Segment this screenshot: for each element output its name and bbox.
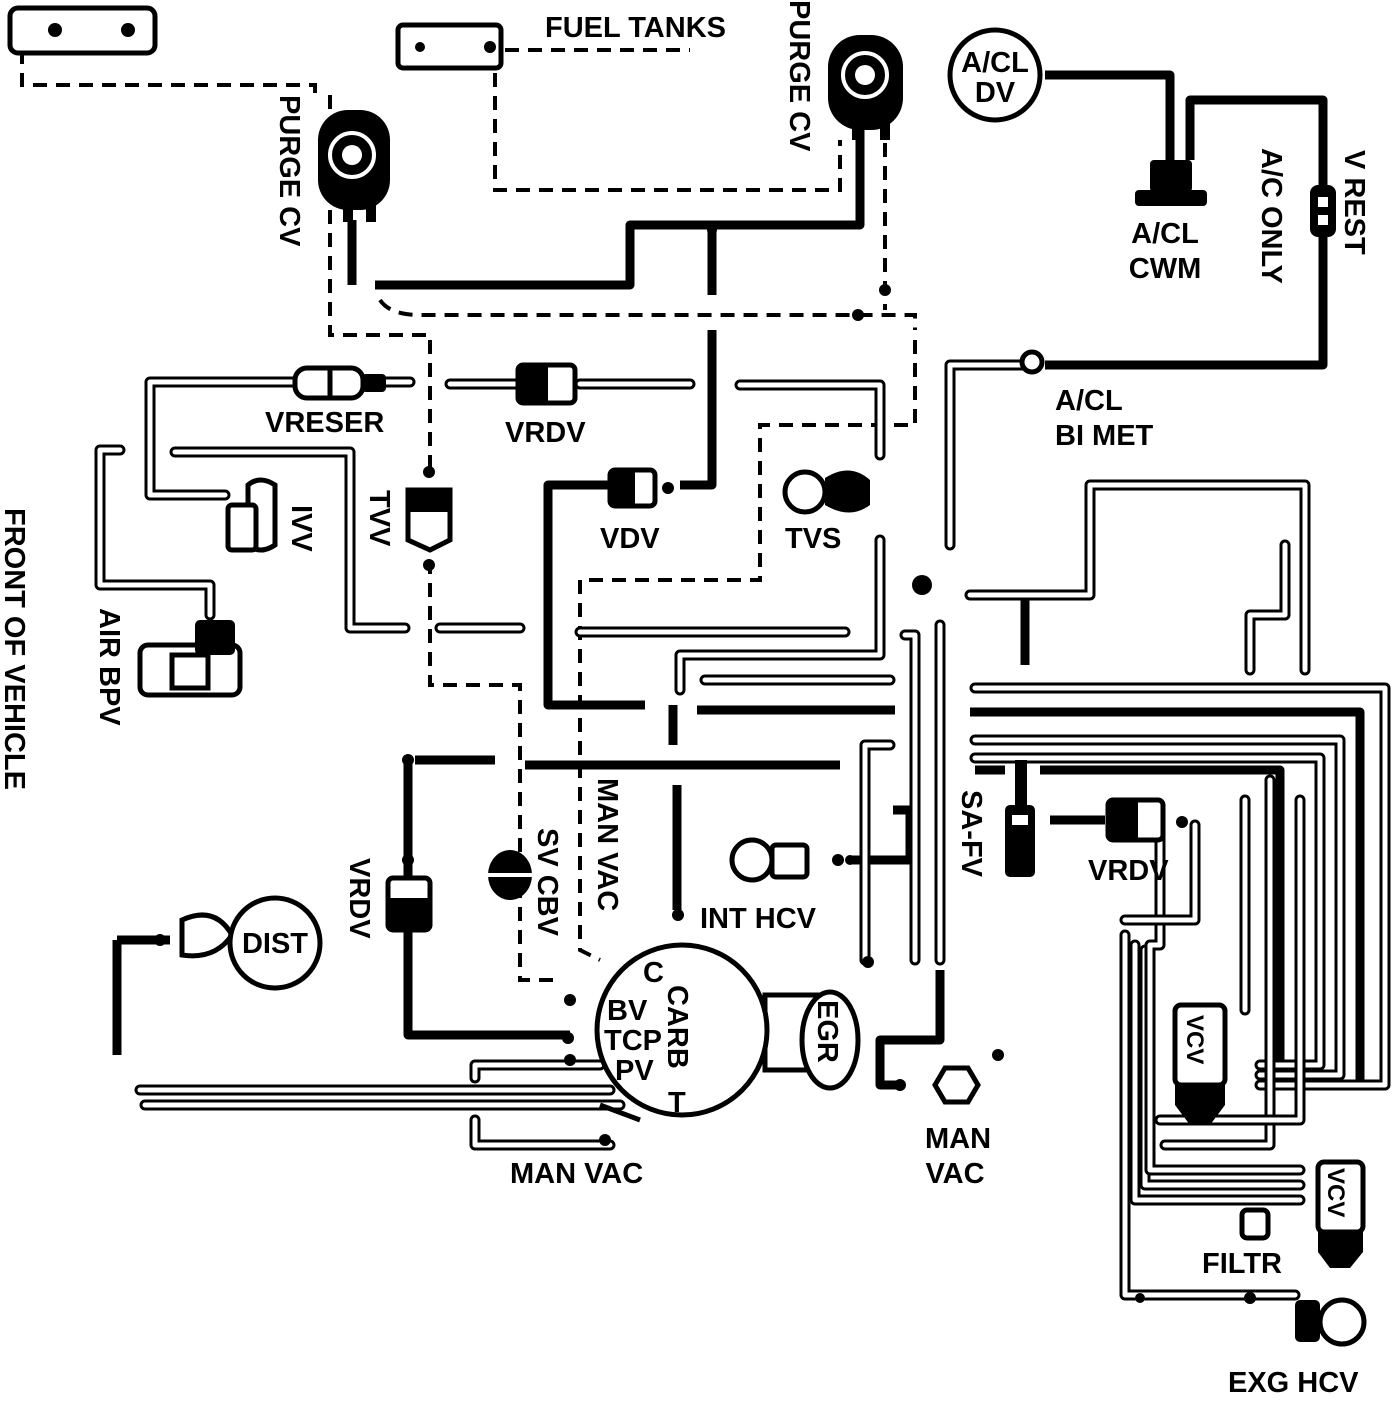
int-hcv-valve — [729, 837, 844, 883]
vrdv-top-valve — [515, 362, 578, 406]
label-carb-bv: BV — [607, 995, 648, 1027]
label-purge-cv-left: PURGE CV — [273, 95, 305, 247]
label-carb: CARB — [661, 985, 693, 1069]
label-filtr: FILTR — [1202, 1248, 1282, 1280]
air-bpv-valve — [137, 620, 243, 698]
label-tvv: TVV — [363, 490, 395, 547]
vcv-lower-valve — [1315, 1159, 1366, 1268]
label-ac-only: A/C ONLY — [1255, 148, 1287, 284]
v-rest-restrictor — [1310, 185, 1336, 237]
sv-cbv-valve — [488, 850, 532, 900]
label-carb-pv: PV — [615, 1055, 654, 1087]
label-carb-c: C — [643, 957, 664, 989]
label-man-vac-right-line2: VAC — [925, 1158, 984, 1190]
exg-hcv-valve — [1295, 1297, 1367, 1347]
label-vrdv-left: VRDV — [343, 858, 375, 939]
labels: FUEL TANKS PURGE CV PURGE CV A/CL DV A/C… — [0, 0, 1370, 1399]
tvs-switch — [782, 469, 870, 515]
label-v-rest: V REST — [1338, 150, 1370, 255]
connector-dots — [154, 225, 1256, 1304]
sa-fv-valve — [1005, 760, 1035, 877]
egr-valve — [799, 989, 861, 1091]
label-front-of-vehicle: FRONT OF VEHICLE — [0, 508, 30, 790]
filtr-element — [1239, 1207, 1271, 1241]
label-dist: DIST — [242, 928, 308, 960]
label-acl-bimet-line1: A/CL — [1055, 385, 1123, 417]
vrdv-left-valve — [385, 875, 433, 933]
man-vac-right-fitting — [932, 1065, 981, 1105]
label-tvs: TVS — [785, 523, 841, 555]
vcv-upper-valve — [1172, 1002, 1228, 1125]
label-vrdv-top: VRDV — [505, 417, 586, 449]
label-carb-tcp: TCP — [604, 1025, 662, 1057]
label-acl-cwm-line1: A/CL — [1131, 218, 1199, 250]
label-int-hcv: INT HCV — [700, 903, 817, 935]
label-acl-dv-line1: A/CL — [961, 47, 1029, 79]
dashed-hoses — [20, 48, 917, 982]
thick-hoses — [112, 70, 1365, 1090]
label-man-vac-vertical: MAN VAC — [591, 778, 623, 911]
label-acl-bimet-line2: BI MET — [1055, 420, 1154, 452]
label-acl-cwm-line2: CWM — [1129, 253, 1201, 285]
acl-bi-met-sensor — [1019, 349, 1045, 375]
label-sv-cbv: SV CBV — [531, 828, 563, 937]
label-vdv: VDV — [600, 523, 660, 555]
top-left-bracket — [7, 5, 158, 56]
acl-cwm-switch — [1135, 160, 1207, 206]
acl-dv-diaphragm — [947, 27, 1043, 123]
label-air-bpv: AIR BPV — [93, 608, 125, 726]
ivv-valve — [225, 477, 278, 553]
label-man-vac-bottom: MAN VAC — [510, 1158, 643, 1190]
vdv-valve — [607, 467, 674, 509]
label-man-vac-right-line1: MAN — [925, 1123, 991, 1155]
vreser-valve — [292, 365, 386, 401]
purge-cv-left-valve — [318, 110, 390, 222]
hollow-hoses — [94, 359, 1391, 1301]
carb-body — [594, 942, 833, 1123]
label-sa-fv: SA-FV — [955, 790, 987, 878]
label-vcv-upper: VCV — [1181, 1015, 1208, 1064]
fuel-tank-bracket — [395, 22, 504, 71]
label-vrdv-right: VRDV — [1088, 855, 1169, 887]
label-vreser: VRESER — [265, 407, 384, 439]
label-egr: EGR — [811, 1000, 843, 1063]
purge-cv-right-valve — [828, 35, 903, 140]
label-vcv-lower: VCV — [1322, 1168, 1349, 1217]
label-purge-cv-right: PURGE CV — [783, 0, 815, 152]
label-exg-hcv: EXG HCV — [1228, 1367, 1359, 1399]
vrdv-right-valve — [1105, 797, 1166, 843]
dist-diaphragm — [179, 895, 323, 991]
tvv-valve — [405, 466, 453, 571]
label-ivv: IVV — [285, 505, 317, 552]
label-fuel-tanks: FUEL TANKS — [545, 12, 726, 44]
label-carb-t: T — [668, 1087, 686, 1119]
label-acl-dv-line2: DV — [975, 77, 1016, 109]
